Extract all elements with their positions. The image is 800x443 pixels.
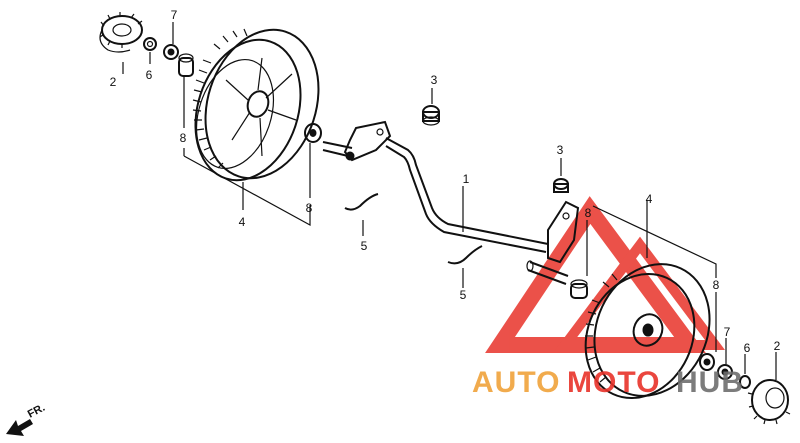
washer-right	[739, 375, 751, 389]
clip-upper	[344, 193, 379, 211]
hub-cap-left	[99, 12, 143, 53]
callout-5-lower: 5	[460, 288, 467, 302]
callout-4-right: 4	[646, 192, 653, 206]
washer-left	[143, 37, 157, 51]
callout-8-left-outer: 8	[180, 131, 187, 145]
bushing-lower	[553, 178, 569, 193]
bearing-left-inner	[304, 123, 322, 143]
callout-5-upper: 5	[361, 239, 368, 253]
callout-3-lower: 3	[557, 143, 564, 157]
callout-1: 1	[463, 172, 470, 186]
callout-7-right: 7	[724, 325, 731, 339]
callout-8-left-inner: 8	[306, 201, 313, 215]
callout-4-left: 4	[239, 215, 246, 229]
callout-6-left: 6	[146, 68, 153, 82]
wheel-right	[584, 263, 711, 400]
watermark-text-hub: HUB	[676, 366, 744, 399]
watermark-logo-shapes	[485, 196, 725, 353]
leader-lines-right	[362, 88, 777, 380]
callout-8-right-inner: 8	[713, 278, 720, 292]
axle-rod	[322, 120, 580, 285]
callout-3-upper: 3	[431, 73, 438, 87]
wheel-left	[192, 28, 320, 182]
bearing-left-outer	[178, 53, 194, 77]
callout-7-left: 7	[171, 8, 178, 22]
callout-2-left: 2	[110, 75, 117, 89]
callout-2-right: 2	[774, 339, 781, 353]
watermark-text-auto: AUTO	[472, 366, 560, 399]
callout-6-right: 6	[744, 341, 751, 355]
bearing-right-inner	[699, 353, 715, 371]
leader-lines-left	[122, 22, 311, 227]
nut-left	[163, 44, 179, 60]
arrow-left-down-icon	[6, 419, 33, 436]
bushing-upper	[422, 105, 440, 126]
nut-right	[717, 364, 733, 380]
hub-cap-right	[747, 379, 791, 425]
bearing-right-outer	[570, 279, 588, 299]
front-direction-label: FR.	[26, 402, 47, 421]
clip-lower	[447, 245, 483, 265]
watermark-text-moto: MOTO	[567, 366, 660, 399]
front-direction-indicator: FR.	[6, 402, 47, 436]
callout-8-right-outer: 8	[585, 206, 592, 220]
watermark-logo: AUTO MOTO HUB	[472, 366, 744, 399]
